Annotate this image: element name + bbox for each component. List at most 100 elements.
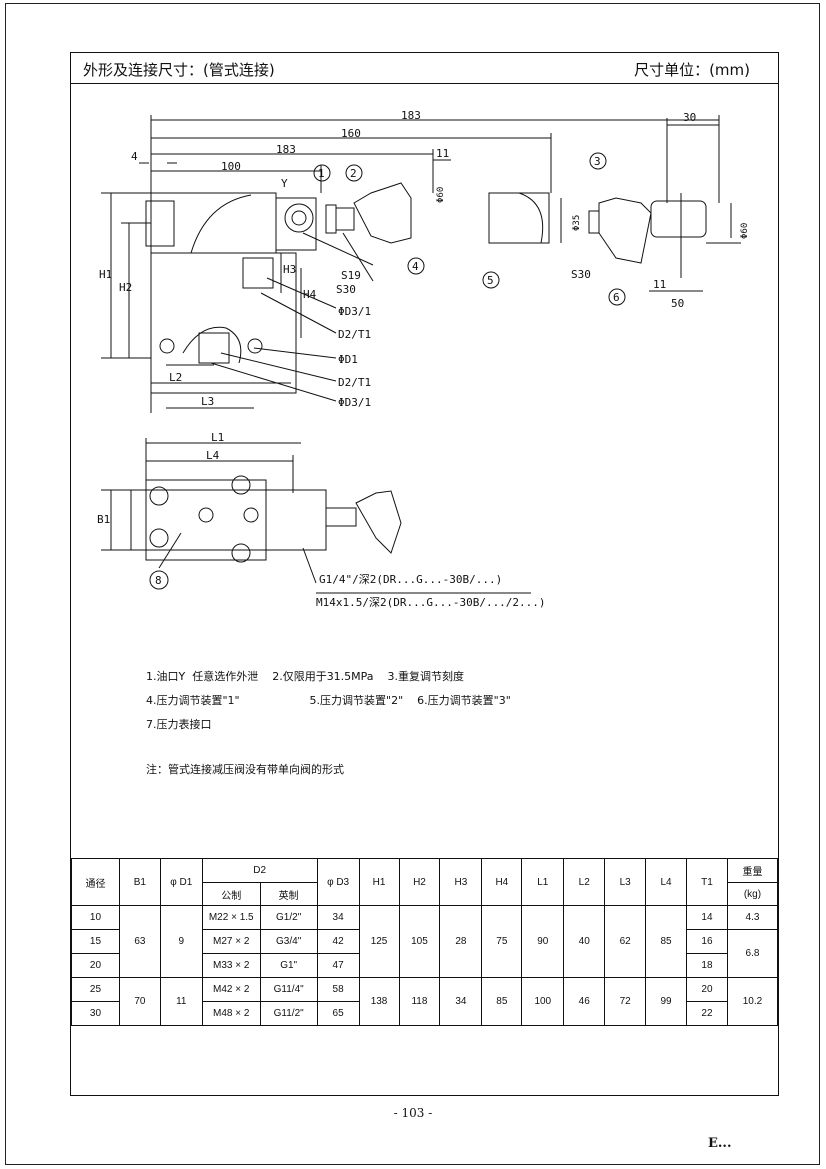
- leader-s19: S19: [341, 269, 361, 282]
- cell-imperial: G11/4": [259, 977, 318, 1002]
- th-bore: 通径: [71, 858, 120, 906]
- callout-5: 5: [487, 274, 494, 287]
- dimension-table: 通径 B1 φ D1 D2 φ D3 H1 H2 H3 H4 L1 L2 L3 …: [71, 858, 779, 1026]
- label-h4: H4: [303, 288, 317, 301]
- table-row: 10 63 9 M22 × 1.5 G1/2" 34 125 105 28 75…: [71, 905, 779, 978]
- cell-weight: 4.3: [726, 905, 779, 930]
- technical-drawing: 183 160 183 100 4 30 11 11 50 H1 H2 H3 H…: [97, 109, 750, 609]
- page-border: [5, 3, 820, 1165]
- cell-bore: 15: [71, 929, 120, 954]
- callout-2: 2: [350, 167, 357, 180]
- leader-d3-1: ΦD3/1: [338, 305, 371, 318]
- th-h1: H1: [358, 858, 400, 906]
- th-l2: L2: [563, 858, 606, 906]
- leader-d3-1-lower: ΦD3/1: [338, 396, 371, 409]
- cell-d1: 9: [159, 905, 203, 978]
- cell-h3: 34: [439, 977, 483, 1026]
- th-d2-imperial: 英制: [259, 882, 318, 906]
- dim-183: 183: [276, 143, 296, 156]
- cell-weight: 6.8: [726, 929, 779, 978]
- th-d3: φ D3: [316, 858, 360, 906]
- cell-h4: 85: [481, 977, 523, 1026]
- cell-metric: M22 × 1.5: [201, 905, 261, 930]
- cell-l4: 99: [645, 977, 688, 1026]
- footer-mark: E...: [708, 1136, 732, 1151]
- cell-t1: 16: [686, 929, 728, 954]
- callout-4: 4: [412, 260, 419, 273]
- th-weight: 重量: [726, 858, 779, 883]
- dim-100: 100: [221, 160, 241, 173]
- cell-b1: 63: [118, 905, 161, 978]
- th-d2: D2: [201, 858, 318, 883]
- cell-t1: 18: [686, 953, 728, 978]
- th-l3: L3: [604, 858, 647, 906]
- leader-s30: S30: [336, 283, 356, 296]
- dim-11: 11: [436, 147, 449, 160]
- cell-l3: 72: [604, 977, 647, 1026]
- dim-phi60-right: Φ60: [740, 223, 750, 239]
- label-l2: L2: [169, 371, 182, 384]
- callout-3: 3: [594, 155, 601, 168]
- cell-h3: 28: [439, 905, 483, 978]
- cell-imperial: G11/2": [259, 1001, 318, 1026]
- cell-d1: 11: [159, 977, 203, 1026]
- page-number: - 103 -: [393, 1106, 433, 1120]
- dim-phi35: Φ35: [572, 215, 582, 231]
- callout-1: 1: [318, 167, 325, 180]
- th-d1: φ D1: [159, 858, 203, 906]
- cell-l2: 40: [563, 905, 606, 978]
- note-line-1: 1.油口Y 任意选作外泄 2.仅限用于31.5MPa 3.重复调节刻度: [146, 670, 465, 683]
- note-line-3: 7.压力表接口: [146, 718, 212, 731]
- cell-weight: 10.2: [726, 977, 779, 1026]
- cell-bore: 25: [71, 977, 120, 1002]
- th-b1: B1: [118, 858, 161, 906]
- dim-183-top: 183: [401, 109, 421, 122]
- leader-d2-t1-lower: D2/T1: [338, 376, 371, 389]
- title-bar: 外形及连接尺寸：(管式连接) 尺寸单位：(mm): [71, 53, 778, 84]
- cell-imperial: G1/2": [259, 905, 318, 930]
- port-y: Y: [281, 177, 288, 190]
- unit-label: 尺寸单位：(mm): [634, 61, 750, 79]
- dim-50: 50: [671, 297, 684, 310]
- cell-d3: 58: [316, 977, 360, 1002]
- cell-l1: 90: [521, 905, 565, 978]
- th-l4: L4: [645, 858, 688, 906]
- dim-4: 4: [131, 150, 138, 163]
- dim-160: 160: [341, 127, 361, 140]
- cell-h4: 75: [481, 905, 523, 978]
- table-row: 30 M48 × 2 G11/2" 65 22: [71, 1001, 778, 1026]
- th-l1: L1: [521, 858, 565, 906]
- callout-8: 8: [155, 574, 162, 587]
- dim-30: 30: [683, 111, 696, 124]
- page-title: 外形及连接尺寸：(管式连接): [83, 61, 275, 79]
- th-h3: H3: [439, 858, 483, 906]
- cell-metric: M33 × 2: [201, 953, 261, 978]
- cell-d3: 34: [316, 905, 360, 930]
- cell-t1: 14: [686, 905, 728, 930]
- cell-bore: 30: [71, 1001, 120, 1026]
- thread-note-1: G1/4"/深2(DR...G...-30B/...): [319, 573, 502, 586]
- label-l1: L1: [211, 431, 224, 444]
- label-h1: H1: [99, 268, 112, 281]
- cell-t1: 20: [686, 977, 728, 1002]
- cell-d3: 65: [316, 1001, 360, 1026]
- cell-metric: M27 × 2: [201, 929, 261, 954]
- th-h2: H2: [398, 858, 441, 906]
- th-t1: T1: [686, 858, 728, 906]
- label-b1: B1: [97, 513, 110, 526]
- cell-h1: 138: [358, 977, 400, 1026]
- dim-phi60: Φ60: [436, 187, 446, 203]
- dim-11-right: 11: [653, 278, 666, 291]
- cell-metric: M42 × 2: [201, 977, 261, 1002]
- cell-bore: 10: [71, 905, 120, 930]
- legend-notes: 1.油口Y 任意选作外泄 2.仅限用于31.5MPa 3.重复调节刻度 4.压力…: [146, 665, 511, 737]
- cell-l2: 46: [563, 977, 606, 1026]
- label-l3: L3: [201, 395, 214, 408]
- cell-b1: 70: [118, 977, 161, 1026]
- cell-imperial: G1": [259, 953, 318, 978]
- cell-l1: 100: [521, 977, 565, 1026]
- label-h3: H3: [283, 263, 296, 276]
- leader-s30-right: S30: [571, 268, 591, 281]
- leader-d1: ΦD1: [338, 353, 358, 366]
- cell-d3: 42: [316, 929, 360, 954]
